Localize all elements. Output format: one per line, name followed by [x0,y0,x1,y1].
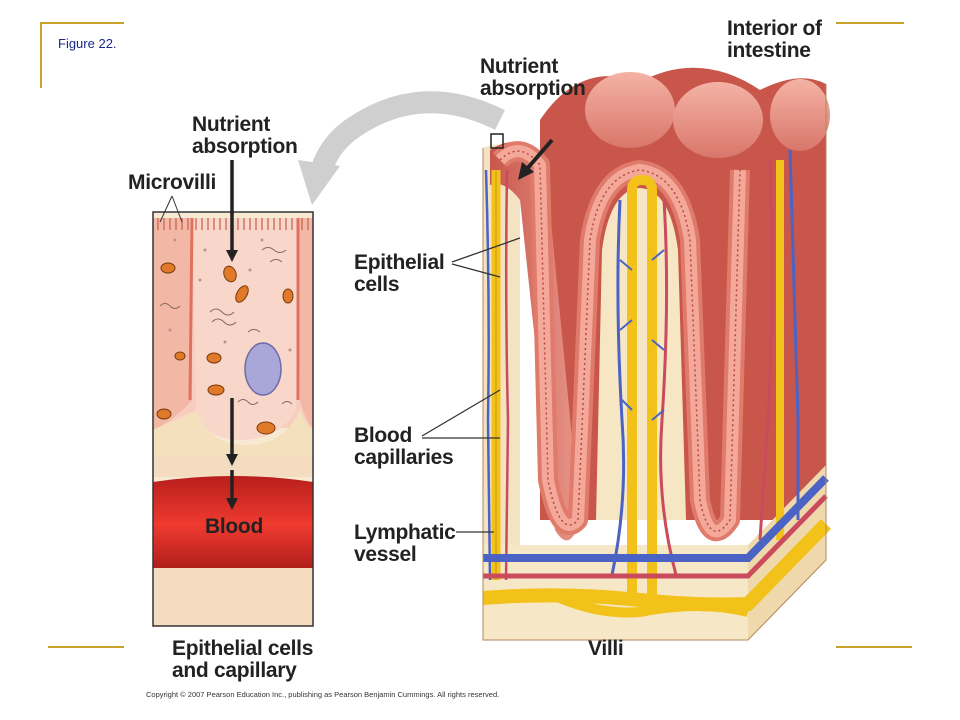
label-blood: Blood [205,515,263,538]
frame-line-top-left [40,22,124,24]
frame-line-bottom-left [48,646,124,648]
blood-capillary-band [153,476,313,574]
copyright-notice: Copyright © 2007 Pearson Education Inc.,… [146,690,500,699]
frame-line-top-right [836,22,904,24]
label-blood-capillaries: Blood capillaries [354,424,454,469]
label-interior-of-intestine: Interior of intestine [727,17,822,62]
label-epithelial-cells-and-capillary: Epithelial cells and capillary [172,637,314,682]
epithelial-detail-panel [153,212,313,626]
villi-block [482,67,832,641]
leader-lines [421,237,521,533]
label-nutrient-absorption-right: Nutrient absorption [480,55,586,100]
label-microvilli: Microvilli [128,171,217,194]
magnify-arrow [311,91,505,172]
cell-nucleus [244,342,282,396]
frame-line-left-vertical [40,22,42,88]
zoom-marker [490,133,504,149]
figure-label: Figure 22. [58,36,117,51]
label-lymphatic-vessel: Lymphatic vessel [354,521,456,566]
label-villi: Villi [588,637,624,660]
nutrient-arrow-right [524,138,554,172]
label-epithelial-cells: Epithelial cells [354,251,445,296]
label-nutrient-absorption-left: Nutrient absorption [192,113,298,158]
frame-line-bottom-right [836,646,912,648]
